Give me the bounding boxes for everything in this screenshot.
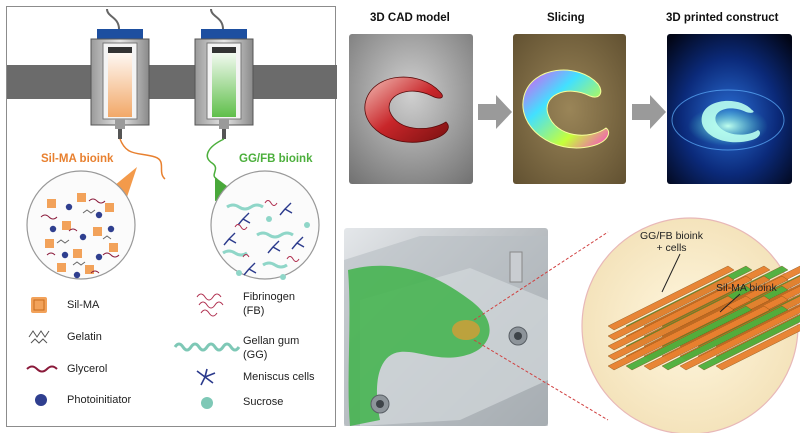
- legend-meniscus: Meniscus cells: [243, 371, 315, 383]
- fibrinogen-icon: [196, 293, 224, 317]
- arrow-cad-to-slicing: [478, 95, 512, 129]
- lattice-strand: [643, 305, 771, 371]
- printhead-silma: [90, 29, 150, 139]
- legend-gelatin: Gelatin: [67, 331, 102, 343]
- silma-structure-label: Sil-MA bioink: [716, 282, 777, 294]
- lattice-strand: [625, 285, 753, 351]
- legend-glycerol: Glycerol: [67, 363, 108, 375]
- gellan-gum-icon: [173, 342, 241, 352]
- legend-photoinitiator: Photoinitiator: [67, 394, 132, 406]
- lattice-strand: [607, 265, 735, 331]
- lattice-strand: [643, 265, 771, 331]
- lattice-strand: [679, 265, 800, 331]
- cad-meniscus-shape: [364, 76, 449, 143]
- legend-gellan: Gellan gum: [243, 335, 300, 347]
- lattice-strand: [643, 295, 771, 361]
- lattice-strand: [679, 285, 800, 351]
- ggfb-cells-label: GG/FB bioink + cells: [640, 230, 703, 254]
- legend-fibrinogen-abbr: (FB): [243, 305, 265, 317]
- lattice-strand: [625, 265, 753, 331]
- lattice-strand: [625, 305, 753, 371]
- legend-fibrinogen: Fibrinogen: [243, 291, 295, 303]
- lattice-strand: [661, 305, 789, 371]
- zoom-line-top: [473, 231, 609, 321]
- printed-construct-title: 3D printed construct: [666, 12, 779, 24]
- lattice-strand: [607, 305, 735, 371]
- lattice-strand: [697, 274, 800, 331]
- zoom-line-bottom: [473, 339, 609, 421]
- gelatin-icon: [28, 330, 50, 344]
- strand-ggfb: [206, 138, 225, 180]
- legend-silma: Sil-MA: [67, 299, 100, 311]
- lattice-strand: [697, 314, 800, 371]
- cad-model-image: [349, 34, 473, 184]
- legend-gellan-abbr: (GG): [243, 349, 268, 361]
- silma-composition-circle: [26, 170, 136, 280]
- glycerol-icon: [26, 365, 58, 373]
- bioink-panel: Sil-MA bioink GG/FB bioink Sil-MA Gelati…: [6, 6, 337, 427]
- printed-meniscus-photo: [344, 228, 548, 426]
- silma-bioink-label: Sil-MA bioink: [41, 153, 114, 165]
- sliced-meniscus-shape: [522, 69, 610, 149]
- lattice-strand: [625, 295, 753, 361]
- ggfb-cells-line1: GG/FB bioink: [640, 230, 704, 242]
- printer-gantry: [7, 65, 337, 99]
- bioink-schematic: [7, 8, 337, 409]
- lattice-strand: [679, 305, 800, 371]
- lattice-strand: [697, 294, 800, 351]
- arrow-slicing-to-printed: [632, 95, 666, 129]
- lattice-strand: [715, 283, 800, 331]
- ggfb-cells-line2: + cells: [656, 242, 687, 254]
- lattice-strand: [661, 265, 789, 331]
- lattice-strand: [607, 295, 735, 361]
- printhead-ggfb: [194, 29, 254, 139]
- lattice-strand: [679, 295, 800, 361]
- lattice-strand: [607, 285, 735, 351]
- green-print-construct: [348, 265, 490, 426]
- printed-construct-image: [667, 34, 792, 184]
- lattice-strand: [661, 295, 789, 361]
- legend-sucrose: Sucrose: [243, 396, 284, 408]
- printed-meniscus-shape: [701, 100, 760, 143]
- strand-silma: [119, 138, 166, 180]
- lattice-strand: [715, 313, 800, 361]
- lattice-strand: [661, 285, 789, 351]
- cable-left: [106, 8, 120, 30]
- ggfb-bioink-label: GG/FB bioink: [239, 153, 313, 165]
- lattice-strand: [715, 303, 800, 351]
- slicing-image: [513, 34, 626, 184]
- cable-right: [210, 8, 224, 30]
- ggfb-composition-circle: [210, 170, 320, 280]
- sucrose-icon: [201, 397, 213, 409]
- cad-model-title: 3D CAD model: [370, 12, 450, 24]
- photoinitiator-icon: [35, 394, 47, 406]
- lattice-strand: [715, 323, 800, 371]
- silma-icon: [31, 297, 47, 313]
- meniscus-cells-icon: [196, 368, 216, 386]
- lattice-strand: [697, 304, 800, 361]
- slicing-title: Slicing: [547, 12, 585, 24]
- lattice-strand: [643, 285, 771, 351]
